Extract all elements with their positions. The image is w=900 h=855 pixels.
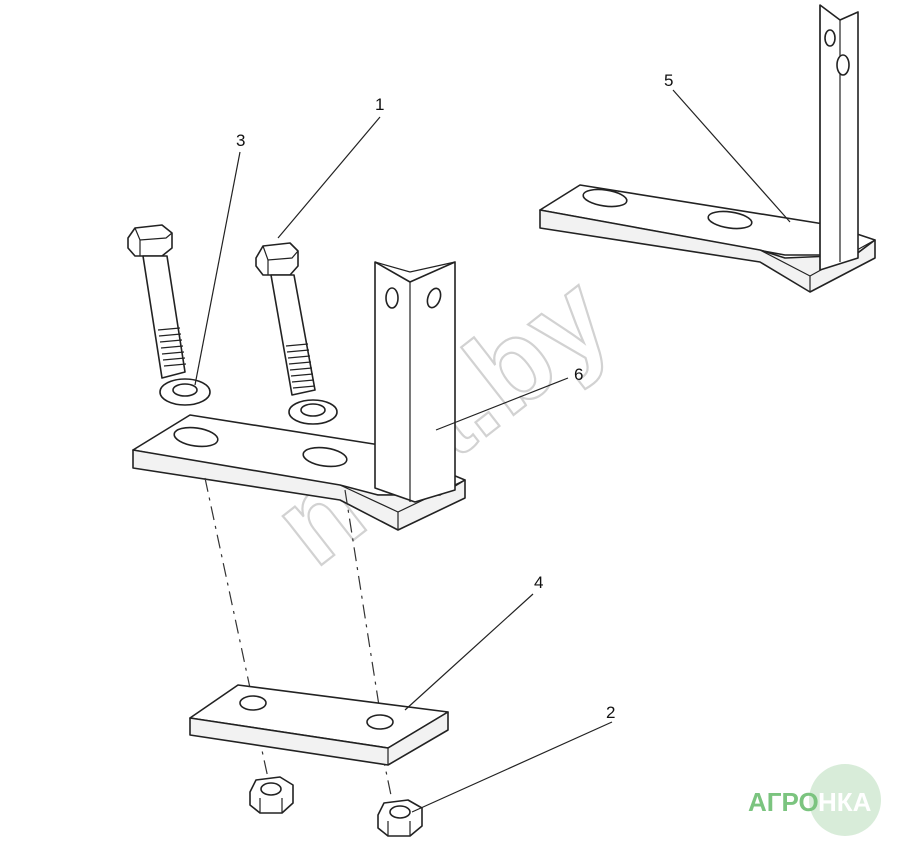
callout-5: 5 xyxy=(664,71,673,90)
logo-text-left: АГРО xyxy=(748,787,819,817)
agronka-logo: АГРО НКА xyxy=(748,764,881,836)
leader-3 xyxy=(194,151,241,386)
part-6-bracket xyxy=(132,261,466,531)
assembly-line-left xyxy=(204,477,251,689)
part-2-nut-right xyxy=(377,799,423,837)
part-2-nut-left xyxy=(249,776,294,814)
leader-6 xyxy=(435,377,569,431)
callout-4: 4 xyxy=(534,573,543,592)
leader-2 xyxy=(411,721,613,813)
bolt-left xyxy=(127,224,187,379)
assembly-line-right xyxy=(344,489,381,713)
callout-2: 2 xyxy=(606,703,615,722)
logo-circle xyxy=(809,764,881,836)
leader-5 xyxy=(672,89,791,223)
part-4-plate xyxy=(189,684,449,766)
bolt-right xyxy=(255,242,316,396)
callout-6: 6 xyxy=(574,365,583,384)
leader-1 xyxy=(277,116,381,239)
leader-4 xyxy=(404,593,534,711)
callout-1: 1 xyxy=(375,95,384,114)
part-5-bracket xyxy=(539,4,876,293)
part-3-washer-right xyxy=(288,399,338,425)
part-3-washer-left xyxy=(159,378,211,406)
callout-3: 3 xyxy=(236,131,245,150)
logo-text-right: НКА xyxy=(818,787,872,817)
